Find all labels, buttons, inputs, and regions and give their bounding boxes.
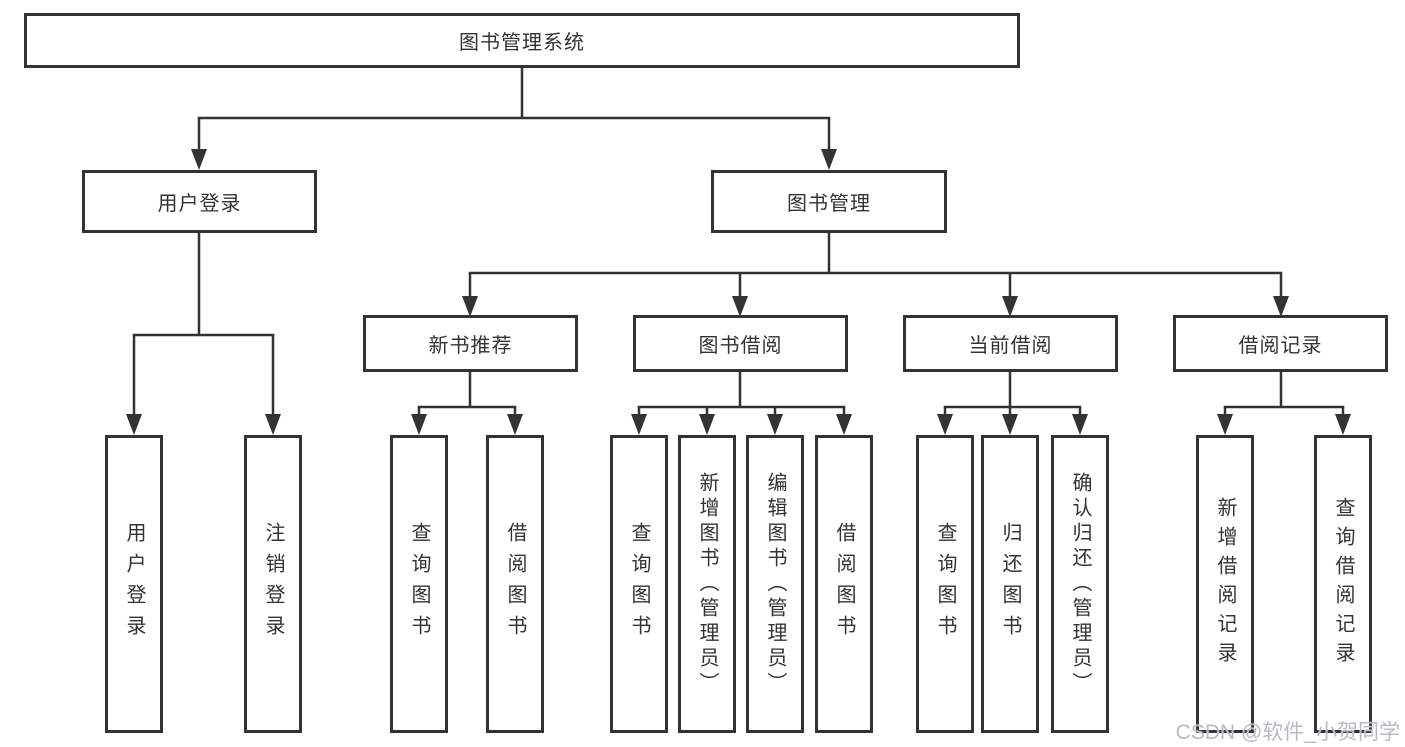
node-leaf-confirm-return-admin-label: 确认归还（管理员） [1069,471,1091,697]
node-current-borrowing-label: 当前借阅 [968,335,1053,357]
node-leaf-logout-label: 注销登录 [262,522,284,646]
node-leaf-borrow-books: 借阅图书 [815,435,873,733]
node-leaf-query-books-borrow-label: 查询图书 [628,522,650,646]
node-leaf-borrow-books-recommend: 借阅图书 [486,435,544,733]
node-leaf-return-books-label: 归还图书 [999,522,1021,646]
node-leaf-logout: 注销登录 [244,435,302,733]
node-leaf-add-borrow-record-label: 新增借阅记录 [1214,497,1236,671]
node-leaf-borrow-books-label: 借阅图书 [833,522,855,646]
node-current-borrowing: 当前借阅 [903,315,1118,372]
node-leaf-return-books: 归还图书 [981,435,1039,733]
node-leaf-add-books-admin: 新增图书（管理员） [678,435,736,733]
node-book-management: 图书管理 [711,170,947,233]
node-leaf-user-login: 用户登录 [105,435,163,733]
node-leaf-query-borrow-record-label: 查询借阅记录 [1332,497,1354,671]
node-leaf-user-login-label: 用户登录 [123,522,145,646]
node-book-management-label: 图书管理 [787,193,871,215]
node-new-book-recommend: 新书推荐 [363,315,578,372]
node-leaf-query-books-recommend: 查询图书 [390,435,448,733]
node-leaf-edit-books-admin: 编辑图书（管理员） [746,435,804,733]
node-book-borrowing: 图书借阅 [633,315,848,372]
node-borrowing-records-label: 借阅记录 [1238,335,1323,357]
node-book-borrowing-label: 图书借阅 [698,335,783,357]
node-user-login-label: 用户登录 [157,193,242,215]
node-leaf-edit-books-admin-label: 编辑图书（管理员） [764,471,786,697]
node-root-label: 图书管理系统 [459,32,585,54]
node-leaf-add-borrow-record: 新增借阅记录 [1196,435,1254,733]
node-leaf-borrow-books-recommend-label: 借阅图书 [504,522,526,646]
node-leaf-add-books-admin-label: 新增图书（管理员） [696,471,718,697]
node-leaf-query-books-recommend-label: 查询图书 [408,522,430,646]
node-leaf-query-books-borrow: 查询图书 [610,435,668,733]
node-root: 图书管理系统 [24,13,1020,68]
node-leaf-query-books-current: 查询图书 [916,435,974,733]
watermark: CSDN @软件_小贺同学 [1175,721,1400,744]
node-leaf-query-books-current-label: 查询图书 [934,522,956,646]
node-user-login: 用户登录 [82,170,317,233]
node-leaf-query-borrow-record: 查询借阅记录 [1314,435,1372,733]
node-leaf-confirm-return-admin: 确认归还（管理员） [1051,435,1109,733]
node-borrowing-records: 借阅记录 [1173,315,1388,372]
node-new-book-recommend-label: 新书推荐 [428,335,513,357]
